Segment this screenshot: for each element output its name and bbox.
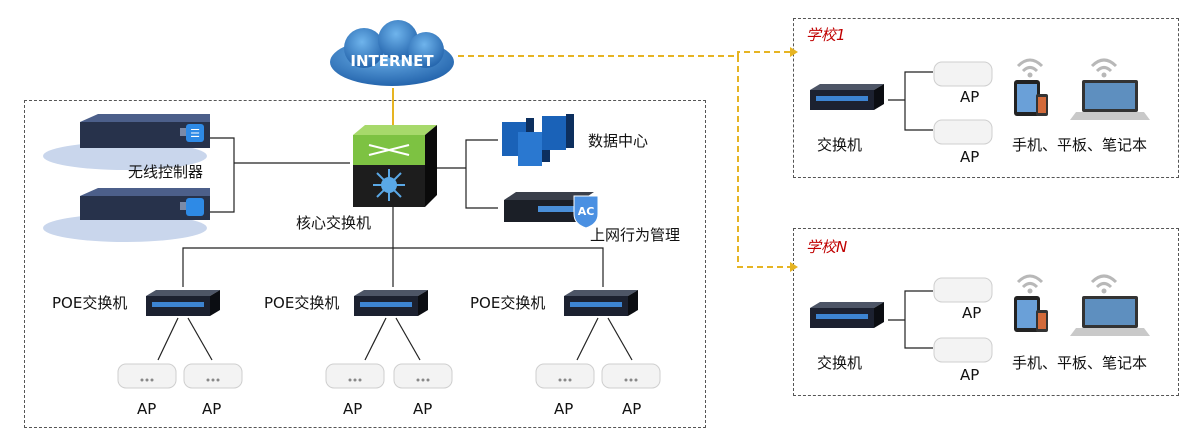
internet-school1-link [458, 51, 790, 57]
internet-cloud-icon: INTERNET [330, 20, 454, 86]
school-n-clients-icon [1014, 274, 1150, 336]
ap-label: AP [622, 400, 642, 418]
poe-switch-3-icon [564, 290, 638, 316]
ap-icon [933, 337, 993, 363]
ap-icon [933, 61, 993, 87]
behavior-management-label: 上网行为管理 [590, 226, 681, 244]
school-1-clients-label: 手机、平板、笔记本 [1012, 136, 1148, 154]
ap-icon [535, 363, 595, 389]
ap-label: AP [962, 304, 982, 322]
ac-badge: AC [578, 205, 595, 218]
wireless-controller-2-icon [43, 188, 210, 242]
school-1-title: 学校1 [806, 26, 846, 44]
core-switch-icon [353, 125, 437, 207]
ap-icon [183, 363, 243, 389]
poe-switch-1-icon [146, 290, 220, 316]
internet-label: INTERNET [350, 52, 434, 70]
data-center-icon [502, 114, 574, 166]
poe-switch-2-icon [354, 290, 428, 316]
ap-label: AP [413, 400, 433, 418]
school-n-boundary [793, 228, 1179, 396]
school-1-switch-icon [810, 84, 884, 110]
wlc-bracket [200, 137, 235, 213]
ap-icon [117, 363, 177, 389]
ap-icon [933, 277, 993, 303]
school-n-switch-label: 交换机 [817, 354, 863, 372]
ap-label: AP [960, 366, 980, 384]
ap-icon [601, 363, 661, 389]
school-n-clients-label: 手机、平板、笔记本 [1012, 354, 1148, 372]
school-n-title: 学校N [806, 238, 848, 256]
ap-icon [393, 363, 453, 389]
ap-label: AP [137, 400, 157, 418]
poe-switch-1-label: POE交换机 [52, 294, 128, 312]
wifi-icon [1016, 274, 1118, 289]
wifi-icon [1016, 58, 1118, 73]
core-switch-label: 核心交换机 [296, 214, 372, 232]
poe-switch-3-label: POE交换机 [470, 294, 546, 312]
ap-label: AP [343, 400, 363, 418]
poe-bus [182, 247, 604, 287]
school-1-clients-icon [1014, 58, 1150, 120]
ap-label: AP [960, 148, 980, 166]
data-center-label: 数据中心 [588, 132, 649, 150]
ap-label: AP [960, 88, 980, 106]
campus-boundary [24, 100, 706, 428]
internet-schooln-link [737, 56, 790, 268]
wireless-controller-icon: ☰ [43, 114, 210, 170]
behavior-management-icon: AC [504, 192, 599, 229]
arrow-school1 [790, 47, 798, 57]
arrow-schooln [790, 262, 798, 272]
poe-switch-2-label: POE交换机 [264, 294, 340, 312]
school-1-switch-label: 交换机 [817, 136, 863, 154]
school-n-switch-icon [810, 302, 884, 328]
ap-icon [933, 119, 993, 145]
school-1-boundary [793, 18, 1179, 178]
ap-label: AP [202, 400, 222, 418]
wireless-controller-label: 无线控制器 [128, 163, 204, 181]
svg-text:☰: ☰ [190, 127, 200, 140]
ap-icon [325, 363, 385, 389]
server-bracket [465, 139, 498, 209]
ap-label: AP [554, 400, 574, 418]
